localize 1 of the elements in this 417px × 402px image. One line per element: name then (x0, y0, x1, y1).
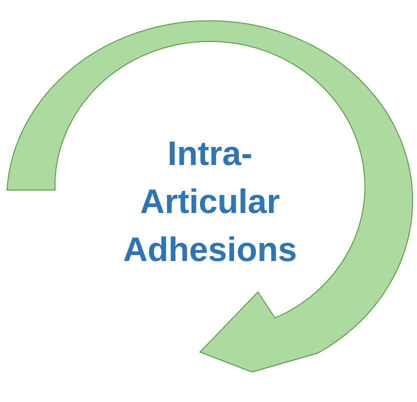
center-label: Intra-Articular Adhesions (122, 134, 298, 271)
